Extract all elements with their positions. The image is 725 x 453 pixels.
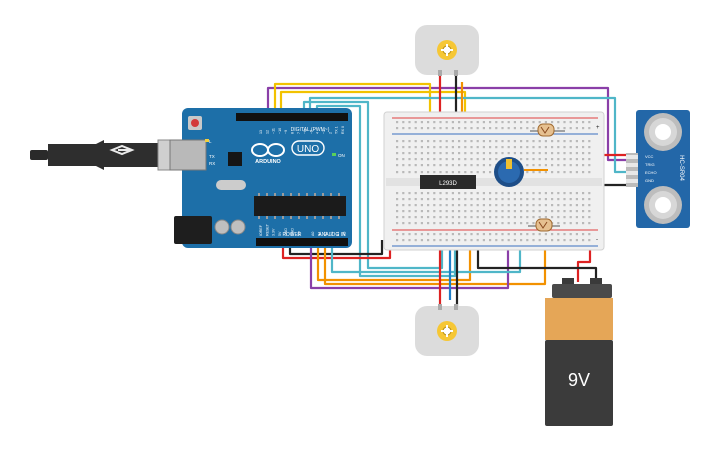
wire-orange-bottom-1 bbox=[316, 245, 472, 282]
pin-label: 2 bbox=[328, 132, 332, 134]
rail-plus-label: + bbox=[596, 125, 600, 131]
usb-cable-icon bbox=[30, 139, 195, 171]
pin-label: ~10 bbox=[278, 128, 282, 134]
pin-label: TX 1 bbox=[335, 126, 339, 134]
pin-label: A4 bbox=[336, 232, 340, 236]
sensor-pin-vcc: VCC bbox=[645, 154, 654, 159]
wire-teal-bottom bbox=[330, 232, 522, 274]
on-label: ON bbox=[338, 153, 345, 158]
arduino-brand: ARDUINO bbox=[255, 159, 281, 165]
pin-label: A2 bbox=[324, 232, 328, 236]
breadboard: + - bbox=[383, 111, 605, 251]
pin-label: RESET bbox=[265, 223, 269, 236]
pin-label: 3.3V bbox=[272, 228, 276, 236]
atmega-chip bbox=[254, 196, 346, 216]
wire-yellow-top-1 bbox=[273, 82, 432, 130]
power-jack bbox=[174, 216, 212, 244]
pin-label: RX 0 bbox=[341, 126, 345, 134]
pin-label: 4 bbox=[316, 132, 320, 134]
rail-minus-label: - bbox=[596, 237, 598, 243]
sensor-model-label: HC-SR04 bbox=[678, 155, 684, 181]
pin-label: ~3 bbox=[322, 130, 326, 134]
rx-label: RX bbox=[209, 161, 215, 166]
pin-label: 8 bbox=[291, 132, 295, 134]
pin-label: 12 bbox=[265, 130, 269, 134]
pin-label: 5V bbox=[278, 231, 282, 236]
l293d-driver-chip: L293D bbox=[420, 175, 476, 189]
power-analog-header bbox=[256, 238, 348, 246]
photoresistor-bottom-icon bbox=[528, 218, 560, 232]
battery-label: 9V bbox=[568, 370, 590, 390]
analog-in-label: ANALOG IN bbox=[318, 232, 346, 238]
digital-pwm-label: DIGITAL (PWM~) bbox=[291, 127, 330, 133]
dc-motor-top-icon bbox=[415, 25, 479, 76]
digital-header bbox=[236, 113, 348, 121]
pin-label: ~6 bbox=[303, 130, 307, 134]
arduino-model: UNO bbox=[297, 144, 319, 155]
pin-label: ~11 bbox=[272, 128, 276, 134]
wire-yellow-top-2 bbox=[279, 90, 467, 130]
pin-label: Vin bbox=[297, 231, 301, 236]
pin-label: GND bbox=[284, 228, 288, 236]
dc-motor-bottom-icon bbox=[415, 304, 479, 356]
pin-label: 7 bbox=[297, 132, 301, 134]
tx-label: TX bbox=[209, 154, 215, 159]
power-label: POWER bbox=[283, 232, 302, 238]
pin-label: A1 bbox=[317, 232, 321, 236]
battery-9v-icon: 9V bbox=[545, 278, 613, 426]
pin-label: IOREF bbox=[259, 224, 263, 236]
wire-orange-bottom-2 bbox=[323, 226, 547, 286]
potentiometer-icon bbox=[494, 157, 548, 187]
wire-teal-top-2 bbox=[302, 100, 444, 270]
wire-battery-black bbox=[476, 245, 598, 282]
sensor-pin-echo: ECHO bbox=[645, 170, 657, 175]
pin-label: ~5 bbox=[309, 130, 313, 134]
pin-label: 13 bbox=[259, 130, 263, 134]
ultrasonic-sensor-icon: VCC TRIG ECHO GND HC-SR04 bbox=[626, 110, 690, 228]
pin-label: A5 bbox=[343, 232, 347, 236]
pin-label: A3 bbox=[330, 232, 334, 236]
pin-label: ~9 bbox=[284, 130, 288, 134]
wire-teal-top-1 bbox=[308, 96, 630, 174]
photoresistor-top-icon bbox=[530, 123, 565, 137]
pin-label: GND bbox=[291, 228, 295, 236]
arduino-uno-board: ARDUINO UNO DIGITAL (PWM~) POWER ANALOG … bbox=[169, 108, 352, 248]
sensor-pin-trig: TRIG bbox=[645, 162, 655, 167]
wire-black-bottom bbox=[288, 240, 384, 256]
arduino-logo-icon: ARDUINO bbox=[251, 143, 285, 165]
l293d-label: L293D bbox=[439, 181, 457, 187]
breadboard-holes bbox=[396, 121, 591, 242]
pin-label: A0 bbox=[311, 232, 315, 236]
wire-purple-bottom bbox=[309, 245, 510, 290]
l-led-label: L bbox=[209, 139, 212, 144]
sensor-pin-gnd: GND bbox=[645, 178, 654, 183]
